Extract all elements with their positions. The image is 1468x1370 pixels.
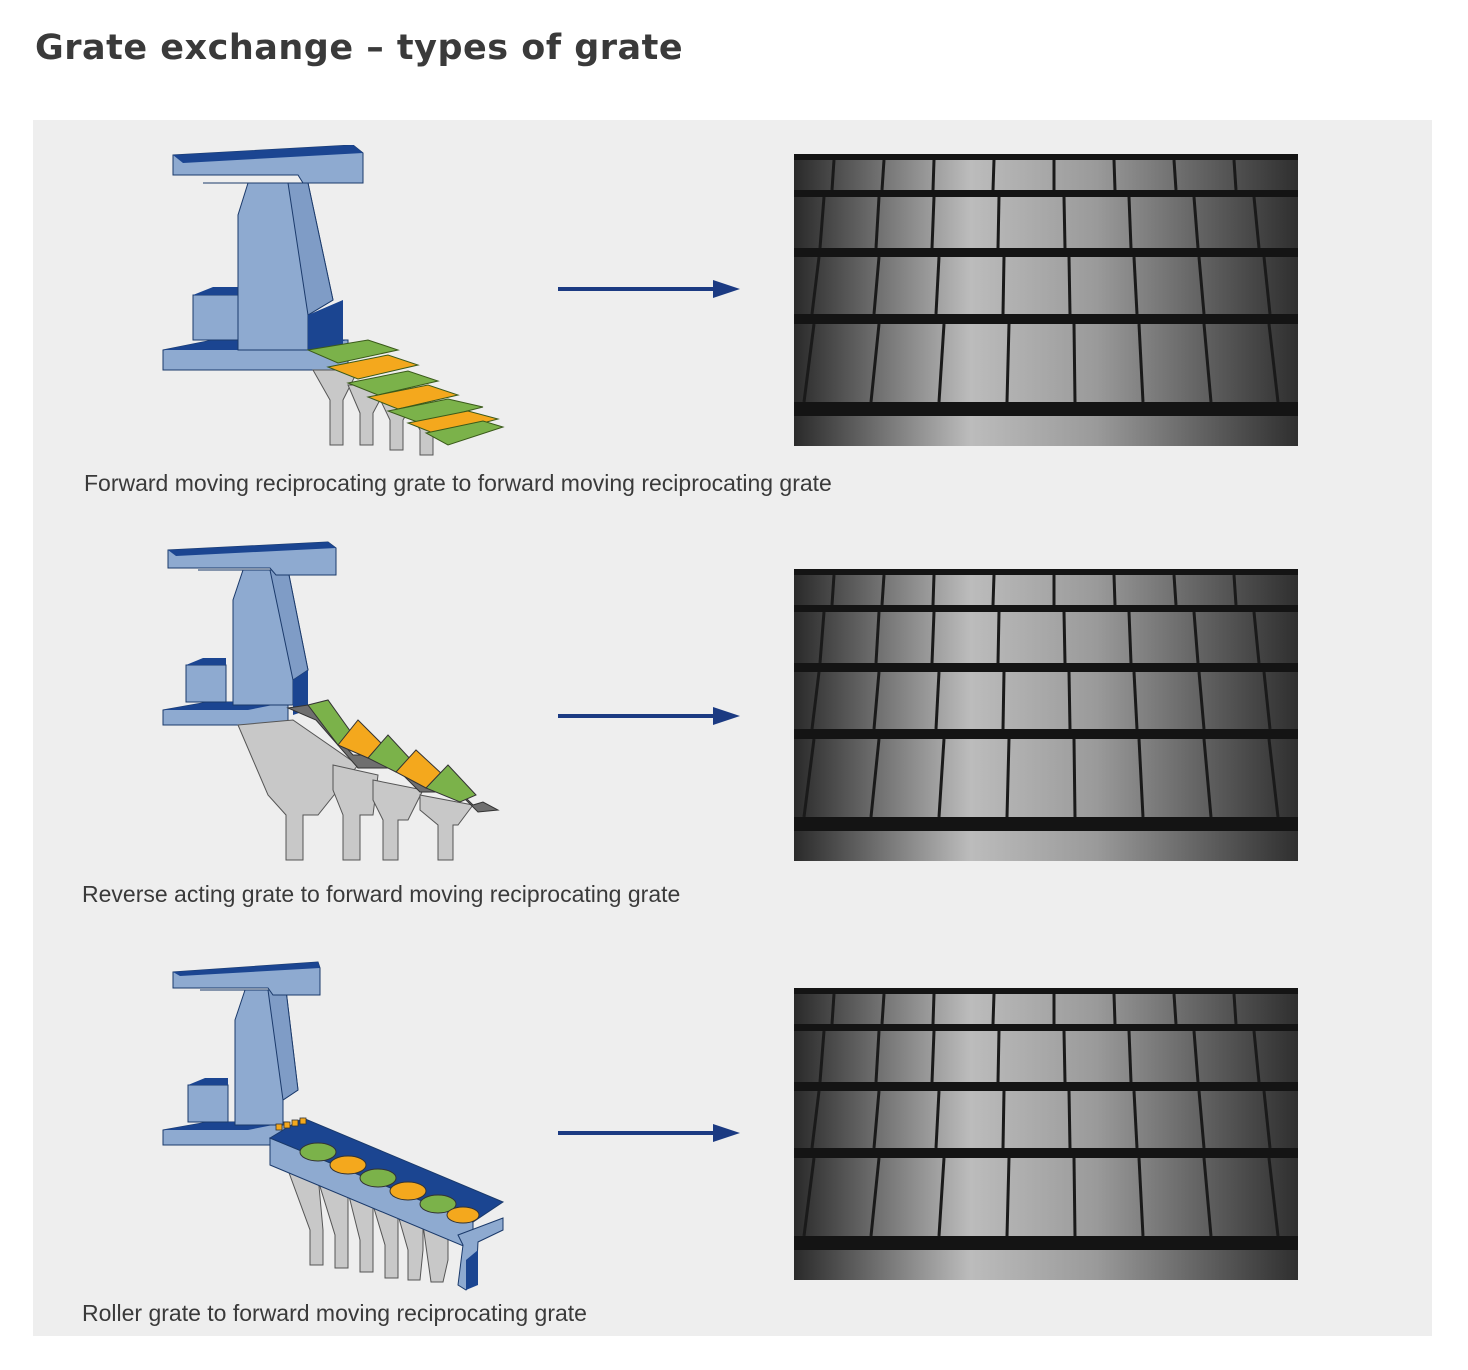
caption-roller-grate: Roller grate to forward moving reciproca…: [82, 1300, 587, 1326]
roller-grate-icon: [162, 961, 505, 1291]
diagram-panel: Forward moving reciprocating grate to fo…: [33, 120, 1432, 1336]
caption-reverse-acting: Reverse acting grate to forward moving r…: [82, 881, 681, 907]
caption-forward-reciprocating: Forward moving reciprocating grate to fo…: [84, 470, 832, 496]
grate-photo: [794, 988, 1298, 1280]
arrow-right-icon: [558, 280, 740, 298]
grate-photo: [794, 154, 1298, 446]
page-title: Grate exchange – types of grate: [35, 28, 684, 68]
reverse-acting-grate-icon: [162, 541, 500, 861]
forward-reciprocating-grate-icon: [162, 145, 505, 456]
arrow-right-icon: [558, 707, 740, 725]
arrow-right-icon: [558, 1124, 740, 1142]
grate-photo: [794, 569, 1298, 861]
